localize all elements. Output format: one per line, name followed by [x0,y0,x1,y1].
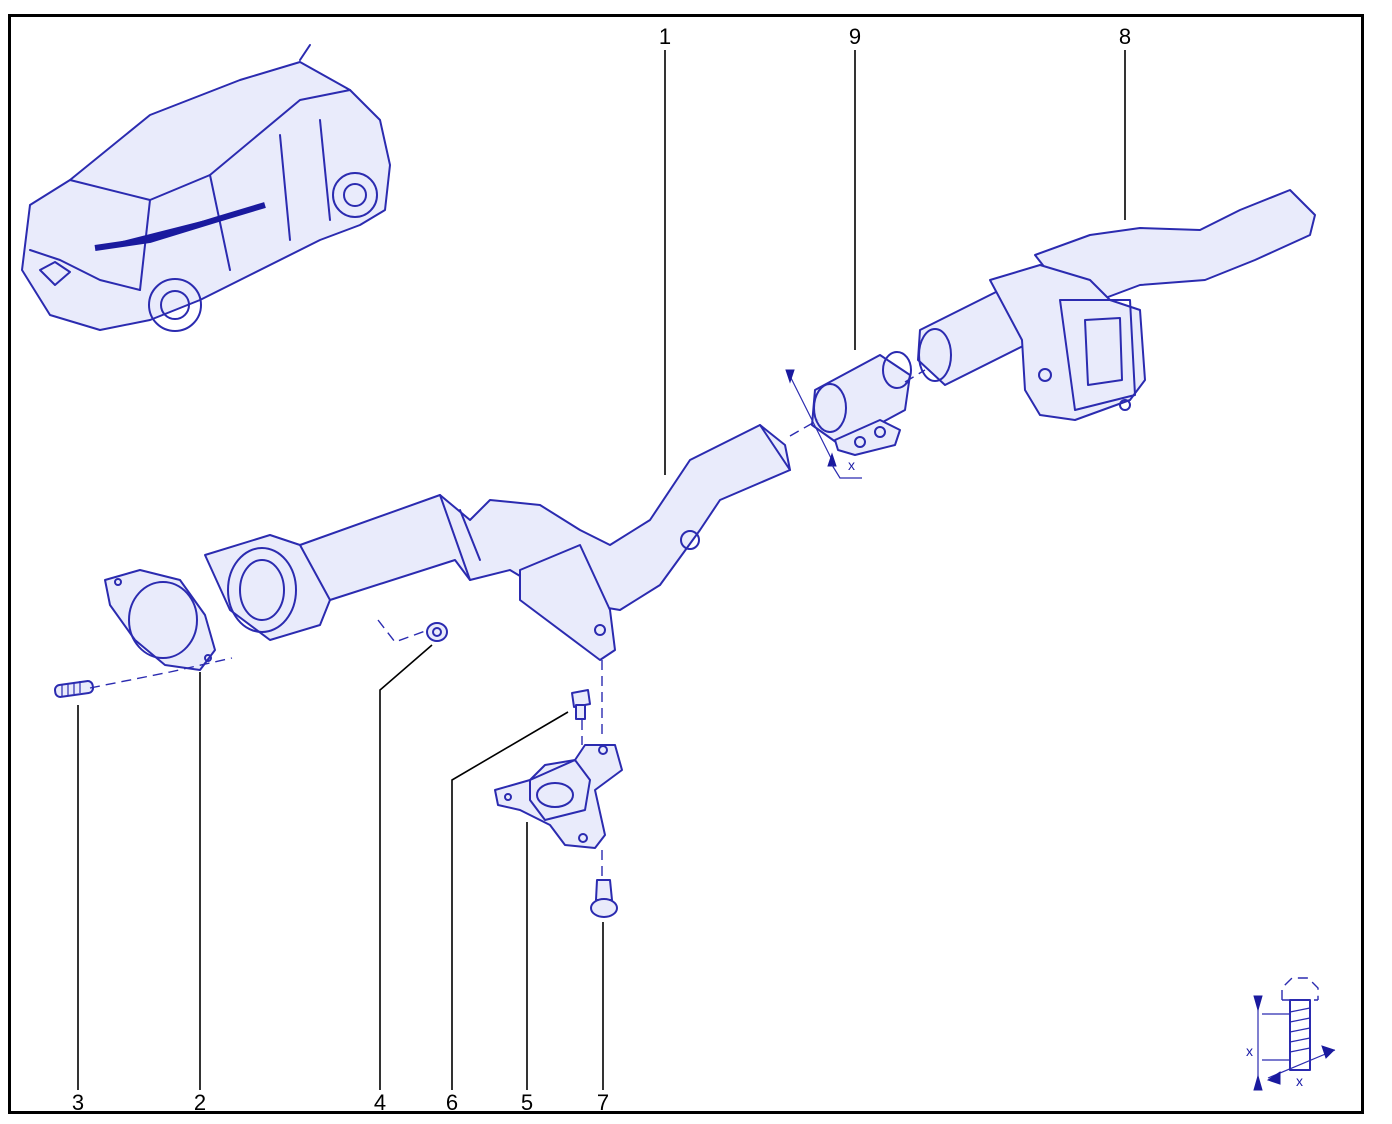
callout-6: 6 [446,1090,458,1115]
leader-lines [77,50,1126,1090]
clamp-dimension-label: x [848,457,855,473]
bolt-detail-illustration: x x [1246,977,1336,1091]
callout-2: 2 [194,1090,206,1115]
callout-1: 1 [659,24,671,49]
callout-numbers: 1 9 8 3 2 4 6 5 7 [72,24,1131,1115]
part-5-mounting-bracket [494,744,623,849]
part-1-front-exhaust-pipe [204,424,791,661]
part-4-nut [426,622,448,642]
car-overview-illustration [21,44,391,332]
callout-4: 4 [374,1090,386,1115]
part-7-bolt [590,879,618,918]
bolt-width-dimension-label: x [1296,1073,1303,1089]
alignment-lines [89,369,926,880]
part-8-throttle-valve-assembly [917,189,1316,421]
callout-5: 5 [521,1090,533,1115]
bolt-height-dimension-label: x [1246,1043,1253,1059]
callout-8: 8 [1119,24,1131,49]
part-2-gasket [104,569,216,671]
part-3-stud [53,680,95,698]
callout-9: 9 [849,24,861,49]
part-9-clamp [811,351,912,456]
clamp-dimension-marker: x [785,369,862,479]
part-6-bolt [571,689,591,720]
callout-7: 7 [597,1090,609,1115]
callout-3: 3 [72,1090,84,1115]
